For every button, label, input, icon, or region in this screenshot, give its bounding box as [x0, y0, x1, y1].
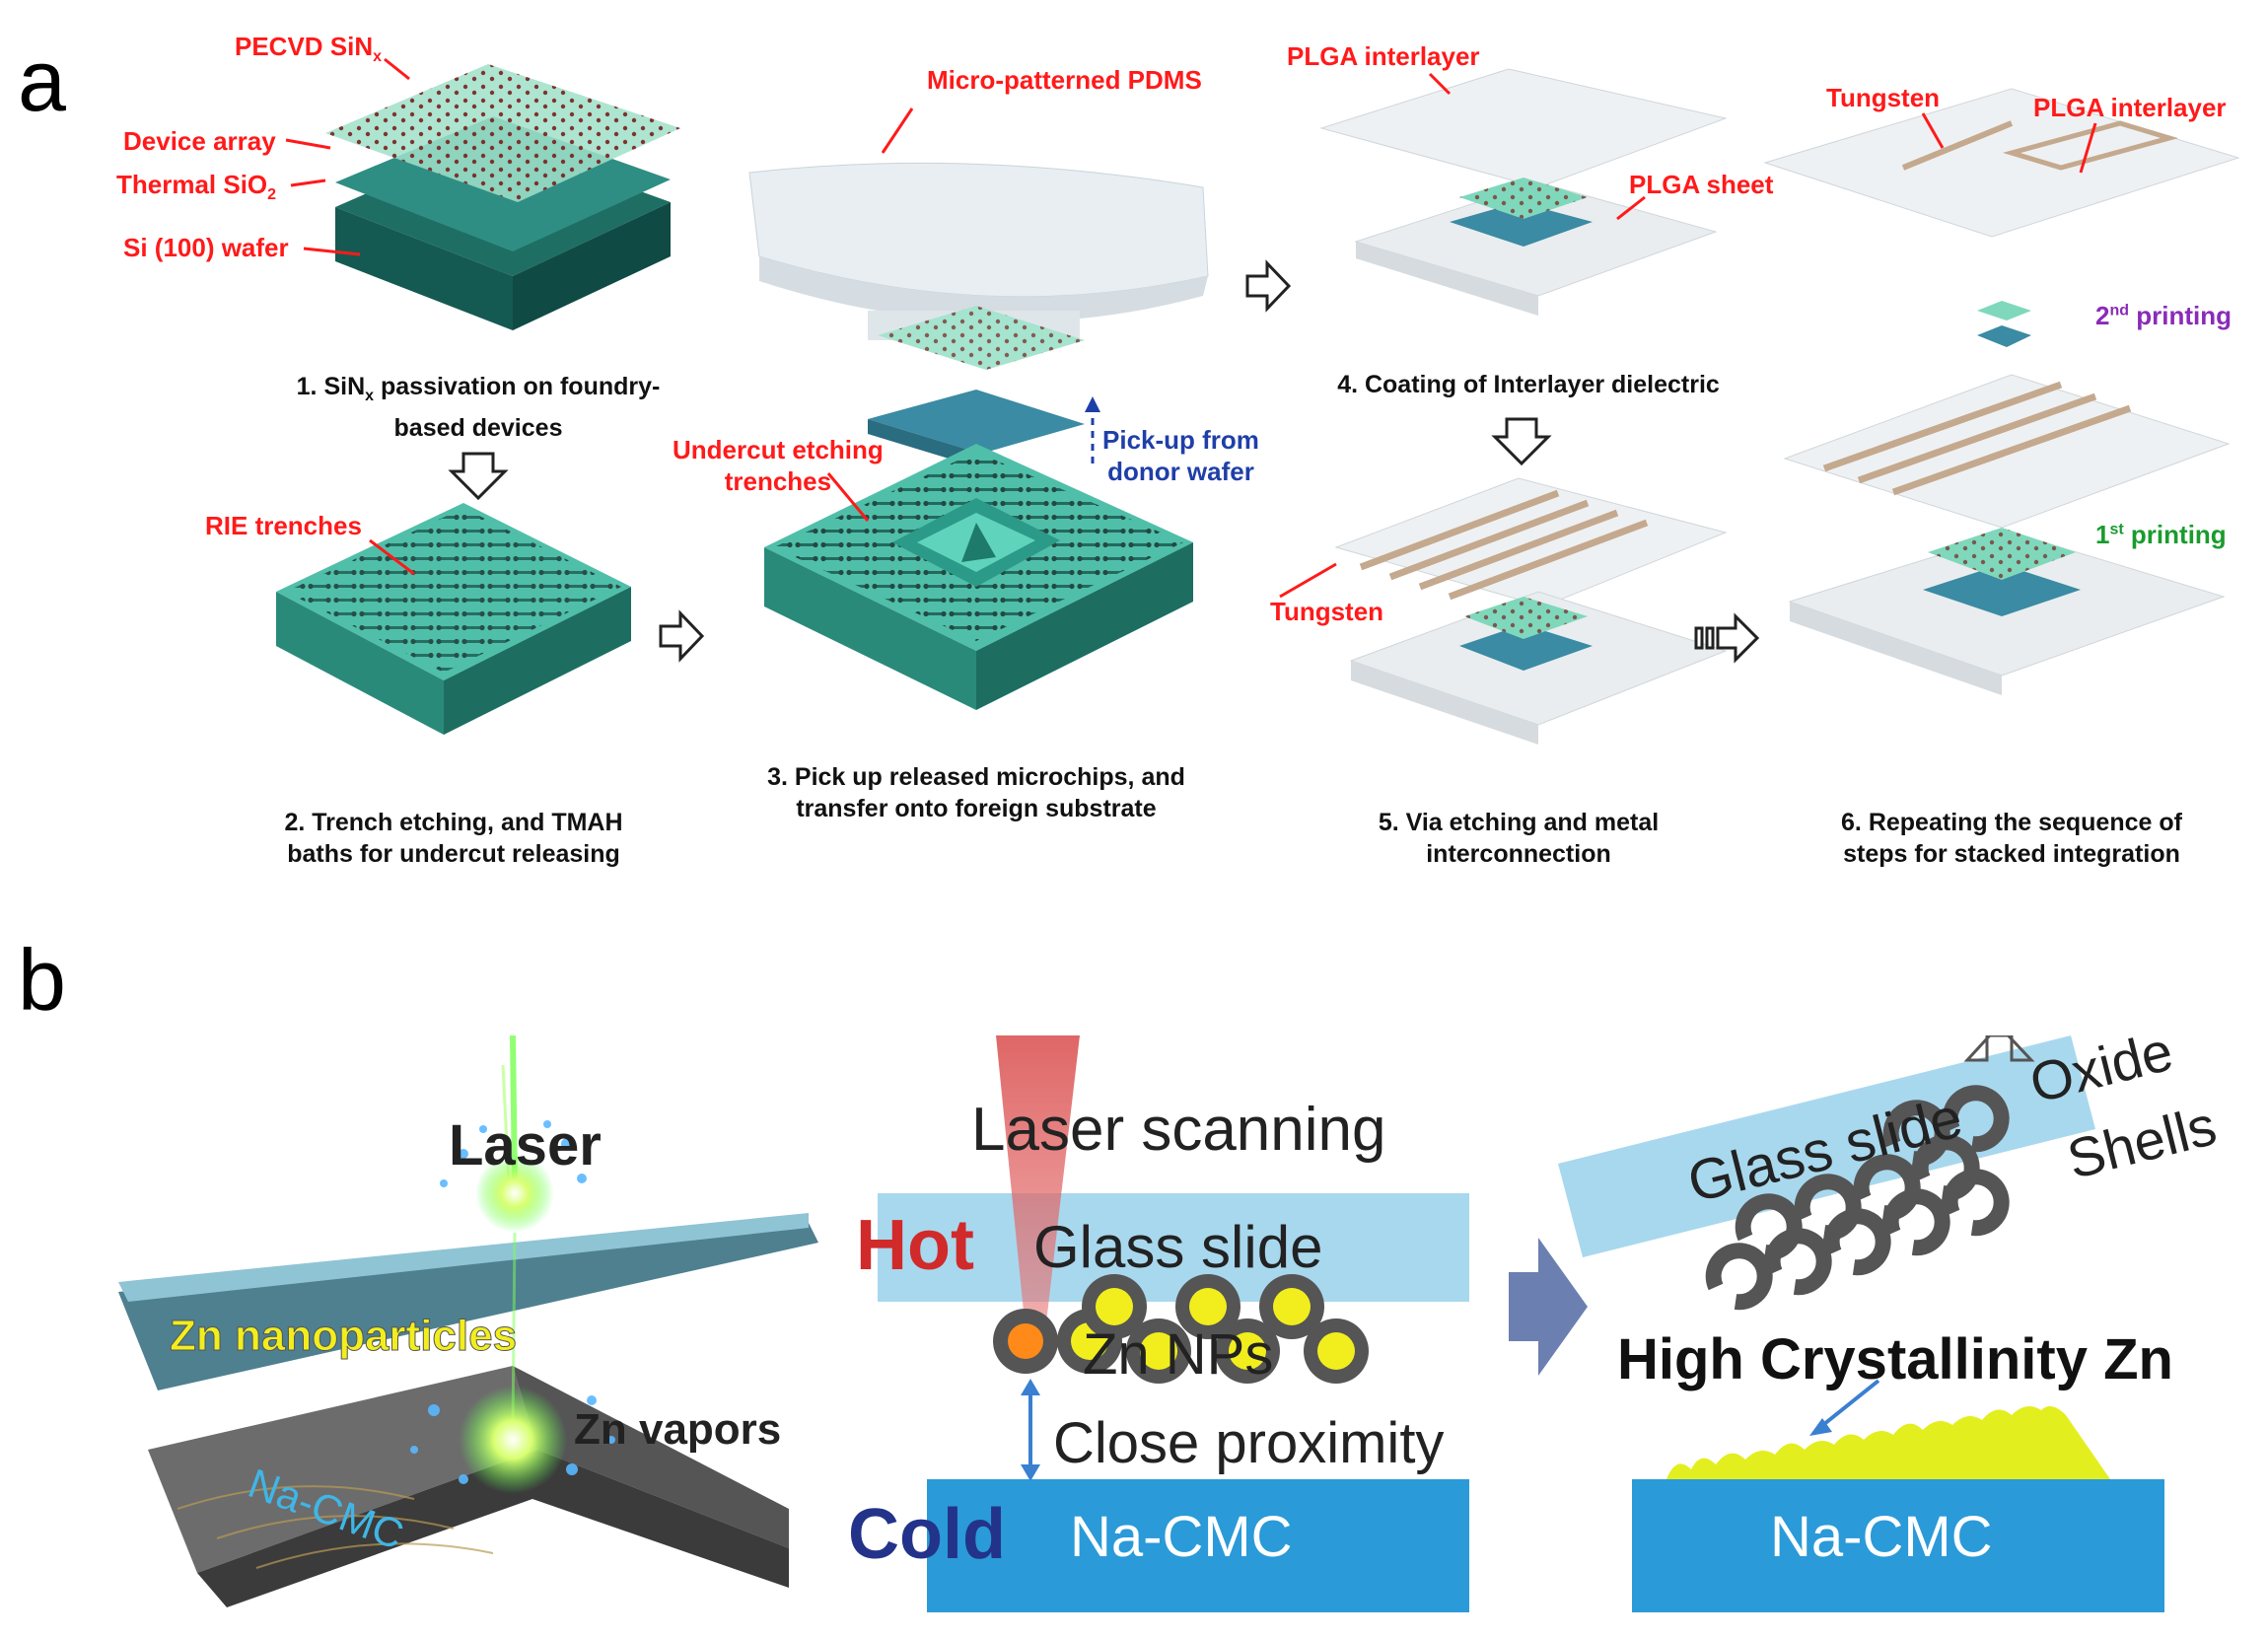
- down-arrow-1: [448, 452, 509, 501]
- label-na-cmc-right: Na-CMC: [1770, 1505, 1993, 1569]
- down-arrow-2: [1491, 417, 1552, 466]
- label-tungsten-1: Tungsten: [1270, 597, 1384, 626]
- label-rie-trenches: RIE trenches: [205, 511, 362, 540]
- zn-np-particles: [993, 1274, 1369, 1384]
- label-plga-interlayer-1: PLGA interlayer: [1287, 41, 1480, 71]
- middle-schematic: [878, 1035, 1469, 1612]
- step3-wafer: [764, 444, 1193, 710]
- label-zn-nanoparticles: Zn nanoparticles: [169, 1312, 518, 1361]
- right-arrow-3: [1694, 612, 1760, 664]
- step1-wafer-stack: [325, 64, 680, 330]
- step2-trench-wafer: [276, 503, 631, 735]
- label-tungsten-2: Tungsten: [1826, 83, 1941, 112]
- label-laser: Laser: [449, 1113, 602, 1177]
- left-3d-scene: [118, 1035, 818, 1607]
- right-schematic: [1558, 1035, 2164, 1612]
- label-zn-nps: Zn NPs: [1083, 1322, 1274, 1387]
- pickup-arrow: [1085, 396, 1100, 463]
- label-thermal-sio2: Thermal SiO2: [116, 170, 277, 204]
- step5-stack: [1334, 477, 1728, 745]
- oxide-shells: [1705, 1085, 2010, 1311]
- step-4-caption: 4. Coating of Interlayer dielectric: [1337, 371, 1720, 398]
- label-glass-slide-mid: Glass slide: [1033, 1214, 1323, 1280]
- label-si-wafer: Si (100) wafer: [123, 233, 289, 262]
- label-close-proximity: Close proximity: [1053, 1411, 1445, 1475]
- label-zn-vapors: Zn vapors: [574, 1405, 782, 1454]
- label-na-cmc-mid: Na-CMC: [1070, 1505, 1293, 1569]
- label-pecvd-sinx: PECVD SiNx: [235, 32, 383, 66]
- label-device-array: Device array: [123, 126, 276, 156]
- label-plga-interlayer-2: PLGA interlayer: [2033, 93, 2227, 122]
- panel-a-illustration: [276, 57, 2240, 745]
- step-1-caption: 1. SiNx passivation on foundry- based de…: [296, 373, 661, 442]
- panel-a-letter: a: [18, 32, 66, 129]
- step6-stack: [1763, 88, 2240, 695]
- label-1st-printing: 1st printing: [2095, 520, 2227, 549]
- label-micro-pdms: Micro-patterned PDMS: [927, 65, 1202, 95]
- right-arrow-1: [659, 609, 705, 663]
- label-high-crystallinity: High Crystallinity Zn: [1617, 1327, 2173, 1391]
- label-laser-scanning: Laser scanning: [971, 1096, 1386, 1164]
- label-arrows: [285, 57, 2097, 599]
- panel-b-illustration: [118, 1035, 2164, 1612]
- label-cold: Cold: [848, 1495, 1006, 1574]
- b-right-arrow: [1509, 1238, 1588, 1376]
- label-hot: Hot: [856, 1206, 974, 1285]
- label-plga-sheet: PLGA sheet: [1629, 170, 1774, 199]
- panel-b-letter: b: [18, 931, 66, 1029]
- right-arrow-2: [1245, 259, 1292, 313]
- label-2nd-printing: 2nd printing: [2095, 301, 2232, 330]
